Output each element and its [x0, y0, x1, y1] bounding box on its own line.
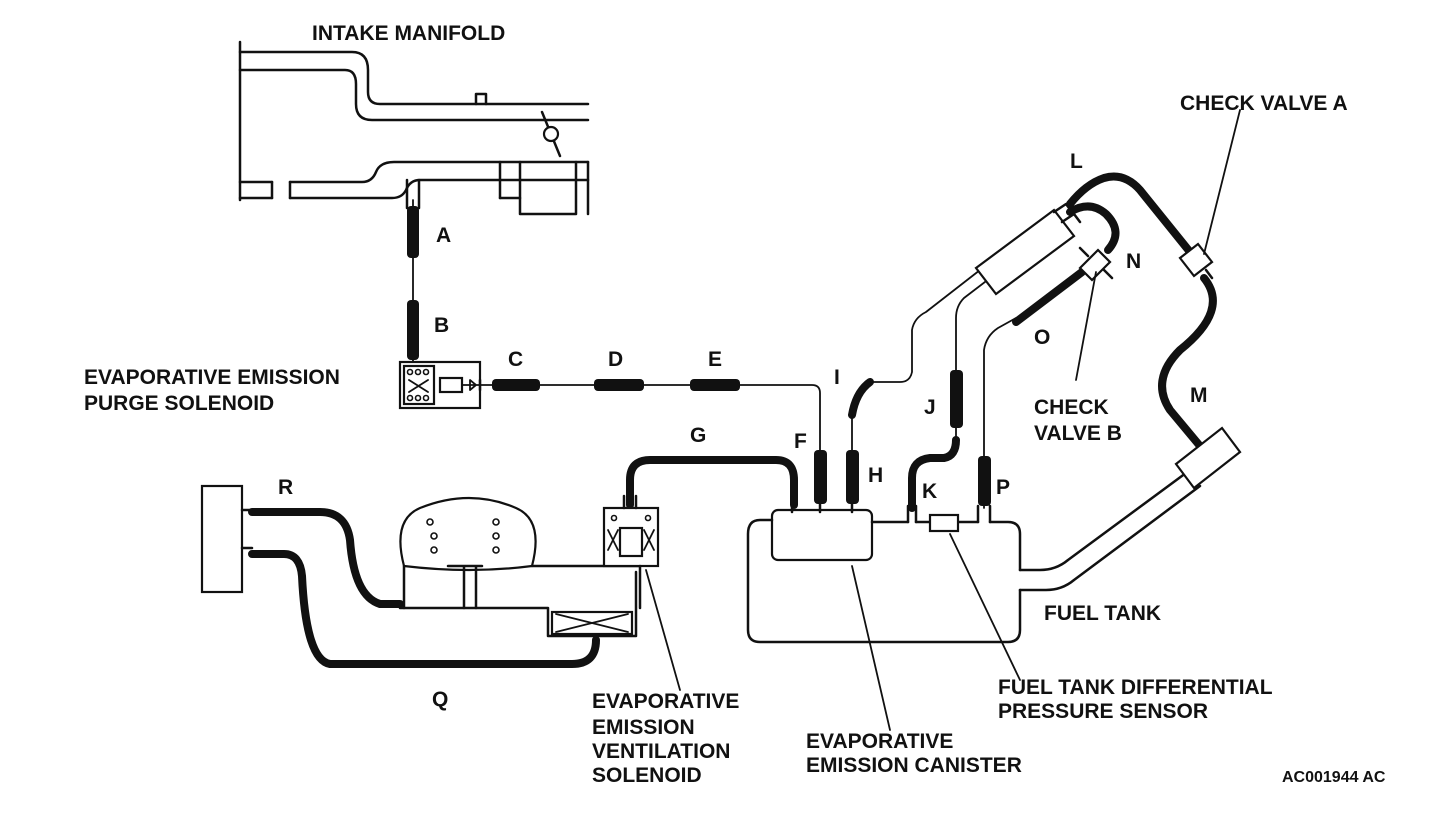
- purge-solenoid-label-line1: EVAPORATIVE EMISSION: [84, 366, 340, 389]
- check-valve-a: [1178, 240, 1214, 280]
- vent-solenoid-label-line3: VENTILATION: [592, 740, 730, 763]
- hose-m-label: M: [1190, 384, 1208, 407]
- vent-solenoid-label-line2: EMISSION: [592, 716, 695, 739]
- hose-o-label: O: [1034, 326, 1050, 349]
- hose-p-label: P: [996, 476, 1010, 499]
- evaporative-emission-canister: [770, 496, 874, 562]
- fuel-tank: [746, 468, 1202, 644]
- check-valve-b-label-line1: CHECK: [1034, 396, 1109, 419]
- pressure-sensor-label-line2: PRESSURE SENSOR: [998, 700, 1208, 723]
- hose-f-label: F: [794, 430, 807, 453]
- hose-k-label: K: [922, 480, 937, 503]
- intake-manifold: [238, 40, 590, 216]
- hose-b-segment: [407, 300, 419, 360]
- hose-a-label: A: [436, 224, 451, 247]
- canister-label-line2: EMISSION CANISTER: [806, 754, 1022, 777]
- hose-h-segment: [846, 450, 859, 504]
- purge-solenoid: [398, 360, 482, 410]
- hose-e-label: E: [708, 348, 722, 371]
- hose-q-label: Q: [432, 688, 448, 711]
- hose-a-segment: [407, 206, 419, 258]
- hose-g-label: G: [690, 424, 706, 447]
- hose-n-label: N: [1126, 250, 1141, 273]
- vent-solenoid-label-line4: SOLENOID: [592, 764, 702, 787]
- hose-b-label: B: [434, 314, 449, 337]
- hose-c-segment: [492, 379, 540, 391]
- leader-lines: [645, 109, 1241, 731]
- check-valve-b: [1078, 246, 1114, 282]
- intake-manifold-label: INTAKE MANIFOLD: [312, 22, 505, 45]
- check-valve-a-label: CHECK VALVE A: [1180, 92, 1348, 115]
- purge-solenoid-label-line2: PURGE SOLENOID: [84, 392, 274, 415]
- hose-j-label: J: [924, 396, 936, 419]
- canister-label-line1: EVAPORATIVE: [806, 730, 953, 753]
- hose-d-segment: [594, 379, 644, 391]
- hose-j-segment: [950, 370, 963, 428]
- fuel-tank-label: FUEL TANK: [1044, 602, 1161, 625]
- pressure-sensor-label-line1: FUEL TANK DIFFERENTIAL: [998, 676, 1273, 699]
- hose-f-segment: [814, 450, 827, 504]
- check-valve-b-label-line2: VALVE B: [1034, 422, 1122, 445]
- pressure-sensor-body: [928, 513, 960, 533]
- hose-e-segment: [690, 379, 740, 391]
- hose-d-label: D: [608, 348, 623, 371]
- hose-c-label: C: [508, 348, 523, 371]
- hose-r-label: R: [278, 476, 293, 499]
- vent-solenoid-label-line1: EVAPORATIVE: [592, 690, 739, 713]
- hose-h-label: H: [868, 464, 883, 487]
- vapor-separator: [398, 496, 642, 638]
- figure-code: AC001944 AC: [1282, 769, 1386, 786]
- hose-p-segment: [978, 456, 991, 506]
- filler-neck-unit: [1174, 426, 1242, 490]
- air-filter-housing: [200, 484, 254, 594]
- hose-l-label: L: [1070, 150, 1083, 173]
- upper-separator: [974, 202, 1082, 296]
- hose-i-label: I: [834, 366, 840, 389]
- vent-solenoid: [602, 494, 660, 610]
